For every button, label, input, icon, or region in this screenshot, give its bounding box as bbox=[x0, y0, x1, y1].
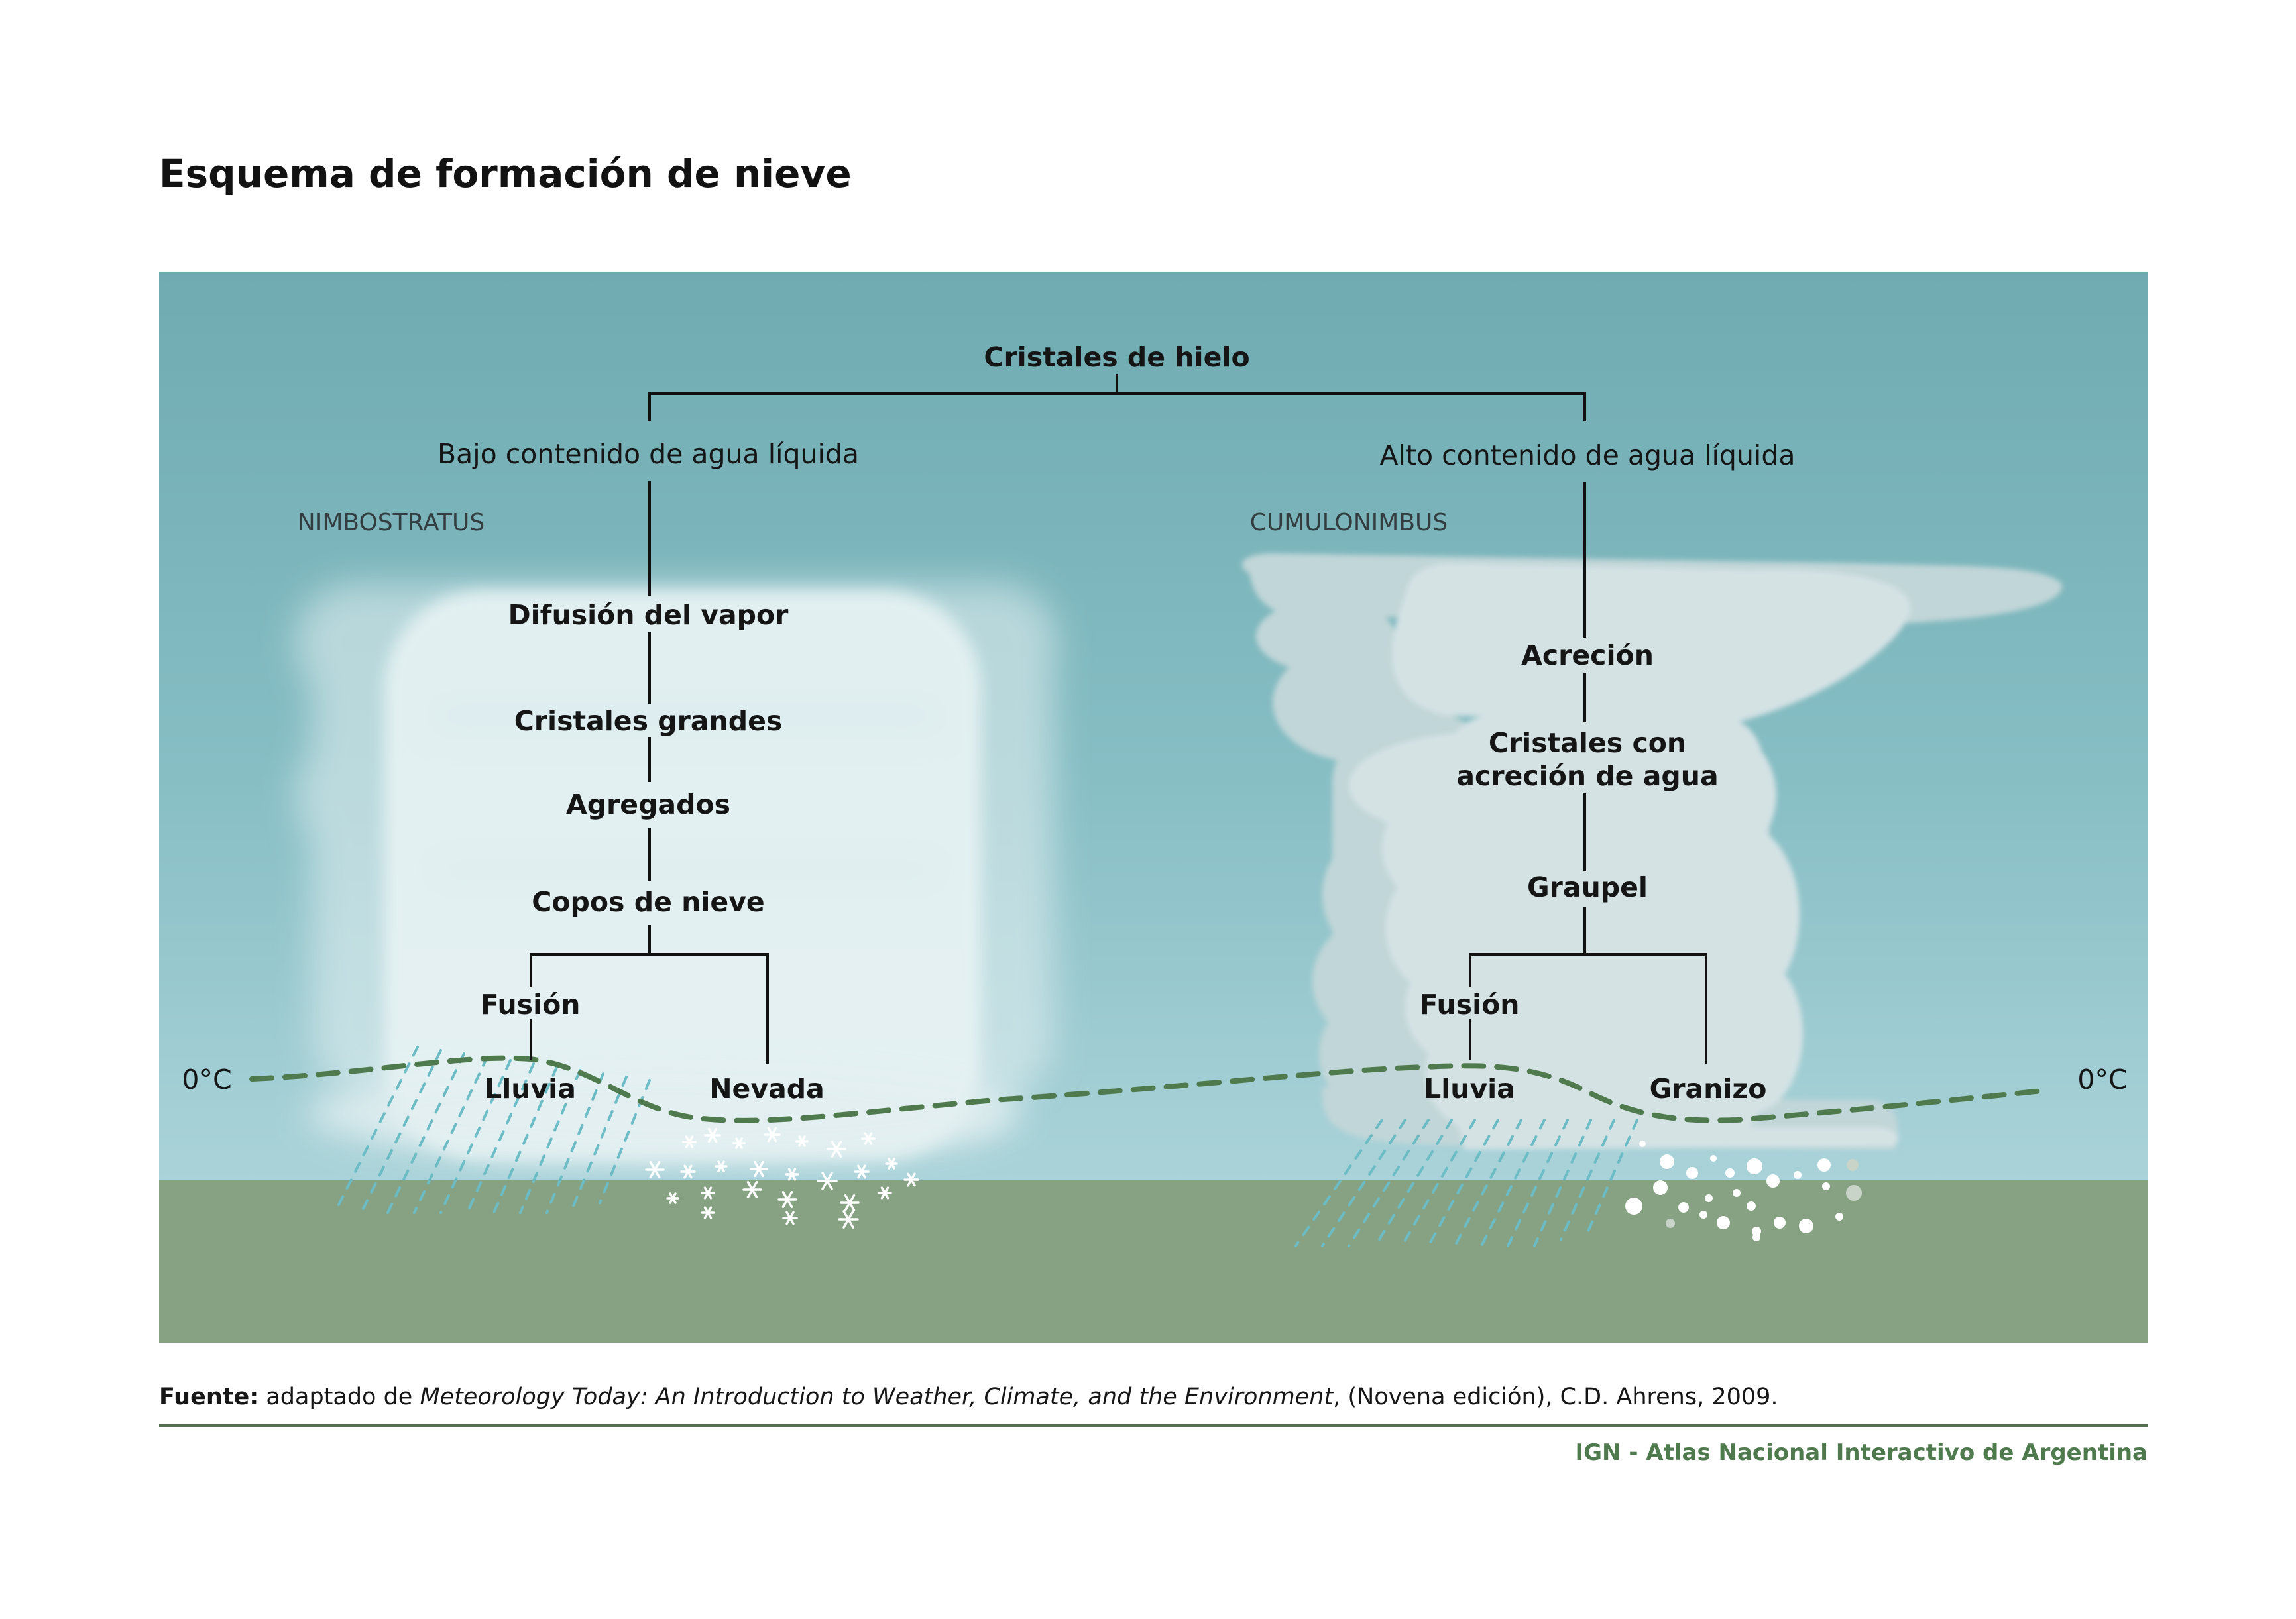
hail-label: Granizo bbox=[1650, 1073, 1767, 1105]
formation-tree-lines bbox=[530, 374, 1707, 1064]
nimbostratus-label: NIMBOSTRATUS bbox=[298, 509, 485, 536]
hail bbox=[1625, 1141, 1862, 1241]
step-large-crystals: Cristales grandes bbox=[514, 705, 783, 737]
source-label: Fuente: bbox=[159, 1384, 259, 1410]
left-rain-label: Lluvia bbox=[485, 1073, 576, 1105]
nimbostratus-cloud bbox=[295, 583, 1057, 1160]
page-title: Esquema de formación de nieve bbox=[159, 151, 852, 196]
freezing-level-left-label: 0°C bbox=[182, 1064, 231, 1095]
snowflakes bbox=[645, 1127, 919, 1229]
right-melting-label: Fusión bbox=[1420, 989, 1520, 1021]
step-snowflakes: Copos de nieve bbox=[532, 886, 764, 918]
snowfall-label: Nevada bbox=[709, 1073, 825, 1105]
right-rain-label: Lluvia bbox=[1424, 1073, 1515, 1105]
step-vapor-diffusion: Difusión del vapor bbox=[508, 599, 789, 631]
publisher-credit: IGN - Atlas Nacional Interactivo de Arge… bbox=[1575, 1439, 2148, 1466]
step-accreted-crystals-line2: acreción de agua bbox=[1456, 760, 1718, 792]
left-melting-label: Fusión bbox=[481, 989, 581, 1021]
source-citation: Fuente: adaptado de Meteorology Today: A… bbox=[159, 1384, 1778, 1410]
step-graupel: Graupel bbox=[1527, 871, 1648, 903]
high-water-label: Alto contenido de agua líquida bbox=[1380, 439, 1796, 471]
step-accretion: Acreción bbox=[1521, 640, 1654, 671]
source-book-title: Meteorology Today: An Introduction to We… bbox=[420, 1384, 1334, 1410]
step-accreted-crystals-line1: Cristales con bbox=[1489, 727, 1686, 759]
step-aggregates: Agregados bbox=[566, 789, 730, 820]
source-prefix: adaptado de bbox=[258, 1384, 420, 1410]
cumulonimbus-label: CUMULONIMBUS bbox=[1250, 509, 1448, 536]
footer-divider bbox=[159, 1424, 2148, 1427]
rain-nimbostratus bbox=[333, 1046, 651, 1214]
root-label: Cristales de hielo bbox=[984, 341, 1249, 373]
freezing-level-line bbox=[249, 1055, 2051, 1123]
source-suffix: , (Novena edición), C.D. Ahrens, 2009. bbox=[1333, 1384, 1778, 1410]
rain-cumulonimbus bbox=[1294, 1119, 1638, 1247]
low-water-label: Bajo contenido de agua líquida bbox=[437, 438, 859, 470]
cumulonimbus-cloud bbox=[1241, 553, 2063, 1150]
freezing-level-right-label: 0°C bbox=[2077, 1064, 2127, 1095]
ground bbox=[159, 1180, 2148, 1343]
